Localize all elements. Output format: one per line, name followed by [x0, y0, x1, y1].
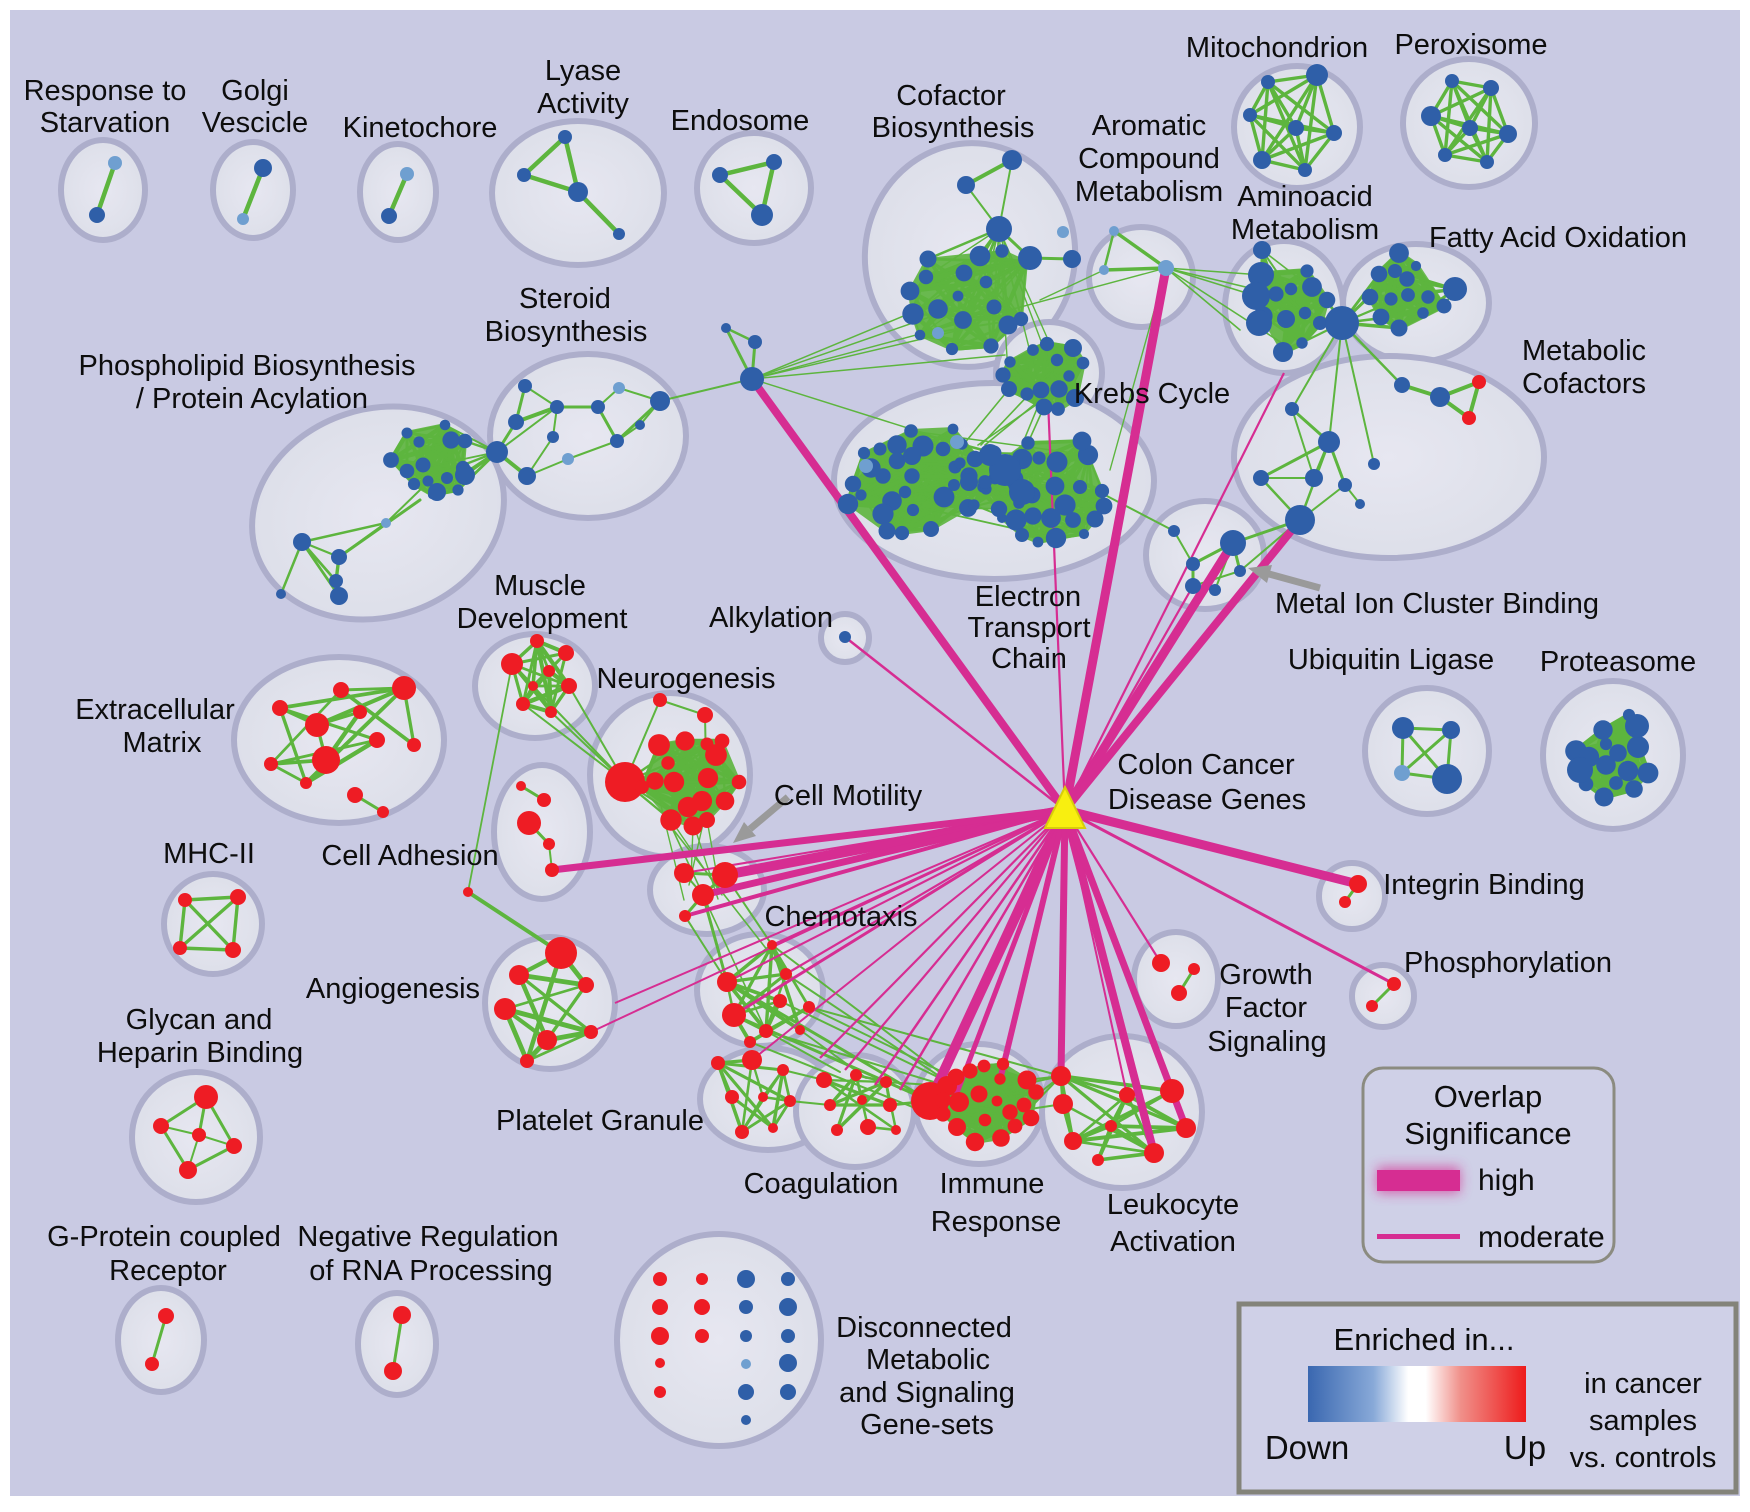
svg-text:Golgi: Golgi — [221, 75, 289, 107]
svg-text:Mitochondrion: Mitochondrion — [1186, 32, 1368, 64]
svg-text:in cancer: in cancer — [1584, 1368, 1702, 1400]
svg-text:Metabolism: Metabolism — [1075, 176, 1223, 208]
svg-text:Glycan and: Glycan and — [126, 1004, 273, 1036]
svg-text:Ubiquitin Ligase: Ubiquitin Ligase — [1288, 644, 1494, 676]
svg-text:Vescicle: Vescicle — [202, 107, 308, 139]
svg-text:Compound: Compound — [1078, 143, 1220, 175]
svg-text:Colon Cancer: Colon Cancer — [1117, 749, 1295, 781]
svg-text:Disconnected: Disconnected — [836, 1312, 1012, 1344]
svg-text:Metal Ion Cluster Binding: Metal Ion Cluster Binding — [1275, 588, 1599, 620]
svg-text:Alkylation: Alkylation — [709, 602, 833, 634]
svg-text:vs. controls: vs. controls — [1570, 1442, 1717, 1474]
svg-text:Endosome: Endosome — [671, 105, 810, 137]
svg-text:Up: Up — [1504, 1429, 1546, 1466]
svg-text:Cell Motility: Cell Motility — [774, 780, 923, 812]
svg-text:Growth: Growth — [1219, 959, 1312, 991]
svg-text:/ Protein Acylation: / Protein Acylation — [136, 383, 368, 415]
svg-text:Response to: Response to — [24, 75, 187, 107]
svg-text:Fatty Acid Oxidation: Fatty Acid Oxidation — [1429, 222, 1687, 254]
svg-text:Steroid: Steroid — [519, 283, 611, 315]
svg-text:and Signaling: and Signaling — [839, 1377, 1015, 1409]
svg-text:Down: Down — [1265, 1429, 1349, 1466]
svg-text:Biosynthesis: Biosynthesis — [872, 112, 1035, 144]
svg-text:G-Protein coupled: G-Protein coupled — [47, 1221, 281, 1253]
svg-text:Cofactors: Cofactors — [1522, 368, 1646, 400]
svg-text:Cell Adhesion: Cell Adhesion — [321, 840, 498, 872]
svg-text:Negative Regulation: Negative Regulation — [297, 1221, 558, 1253]
svg-text:Heparin Binding: Heparin Binding — [97, 1037, 303, 1069]
svg-text:Matrix: Matrix — [123, 727, 202, 759]
svg-text:Activity: Activity — [537, 88, 629, 120]
svg-text:Aromatic: Aromatic — [1092, 110, 1206, 142]
svg-text:Factor: Factor — [1225, 992, 1308, 1024]
svg-text:Activation: Activation — [1110, 1226, 1236, 1258]
svg-text:Immune: Immune — [940, 1168, 1045, 1200]
svg-text:Angiogenesis: Angiogenesis — [306, 973, 480, 1005]
svg-text:Leukocyte: Leukocyte — [1107, 1189, 1239, 1221]
svg-text:Chain: Chain — [991, 643, 1067, 675]
svg-text:Receptor: Receptor — [109, 1255, 227, 1287]
svg-text:Krebs Cycle: Krebs Cycle — [1074, 378, 1230, 410]
svg-text:Lyase: Lyase — [545, 55, 621, 87]
svg-text:Coagulation: Coagulation — [744, 1168, 899, 1200]
svg-text:Starvation: Starvation — [40, 107, 171, 139]
svg-text:Biosynthesis: Biosynthesis — [485, 316, 648, 348]
svg-text:of RNA Processing: of RNA Processing — [309, 1255, 552, 1287]
svg-text:Metabolism: Metabolism — [1231, 214, 1379, 246]
svg-text:Gene-sets: Gene-sets — [860, 1409, 994, 1441]
svg-text:Peroxisome: Peroxisome — [1394, 29, 1547, 61]
svg-text:MHC-II: MHC-II — [163, 838, 255, 870]
svg-text:Phospholipid Biosynthesis: Phospholipid Biosynthesis — [79, 350, 416, 382]
svg-text:moderate: moderate — [1478, 1221, 1605, 1254]
svg-text:Aminoacid: Aminoacid — [1237, 181, 1372, 213]
svg-text:Extracellular: Extracellular — [75, 694, 235, 726]
svg-text:Neurogenesis: Neurogenesis — [597, 663, 776, 695]
svg-text:Response: Response — [931, 1206, 1062, 1238]
svg-text:Metabolic: Metabolic — [866, 1344, 990, 1376]
svg-text:Kinetochore: Kinetochore — [343, 112, 498, 144]
svg-text:Proteasome: Proteasome — [1540, 646, 1696, 678]
svg-text:Chemotaxis: Chemotaxis — [764, 901, 917, 933]
svg-text:Overlap: Overlap — [1434, 1079, 1543, 1114]
svg-text:Platelet Granule: Platelet Granule — [496, 1105, 704, 1137]
svg-text:high: high — [1478, 1164, 1535, 1197]
svg-text:Enriched in...: Enriched in... — [1334, 1322, 1515, 1357]
svg-text:Cofactor: Cofactor — [896, 80, 1006, 112]
svg-text:Integrin Binding: Integrin Binding — [1383, 869, 1585, 901]
svg-text:Phosphorylation: Phosphorylation — [1404, 947, 1612, 979]
svg-text:Metabolic: Metabolic — [1522, 335, 1646, 367]
svg-text:Electron: Electron — [975, 581, 1081, 613]
svg-text:Transport: Transport — [967, 612, 1090, 644]
svg-text:samples: samples — [1589, 1405, 1697, 1437]
svg-text:Muscle: Muscle — [494, 570, 586, 602]
svg-text:Signaling: Signaling — [1207, 1026, 1326, 1058]
svg-text:Development: Development — [457, 603, 628, 635]
svg-text:Disease Genes: Disease Genes — [1108, 784, 1306, 816]
svg-text:Significance: Significance — [1404, 1116, 1571, 1151]
